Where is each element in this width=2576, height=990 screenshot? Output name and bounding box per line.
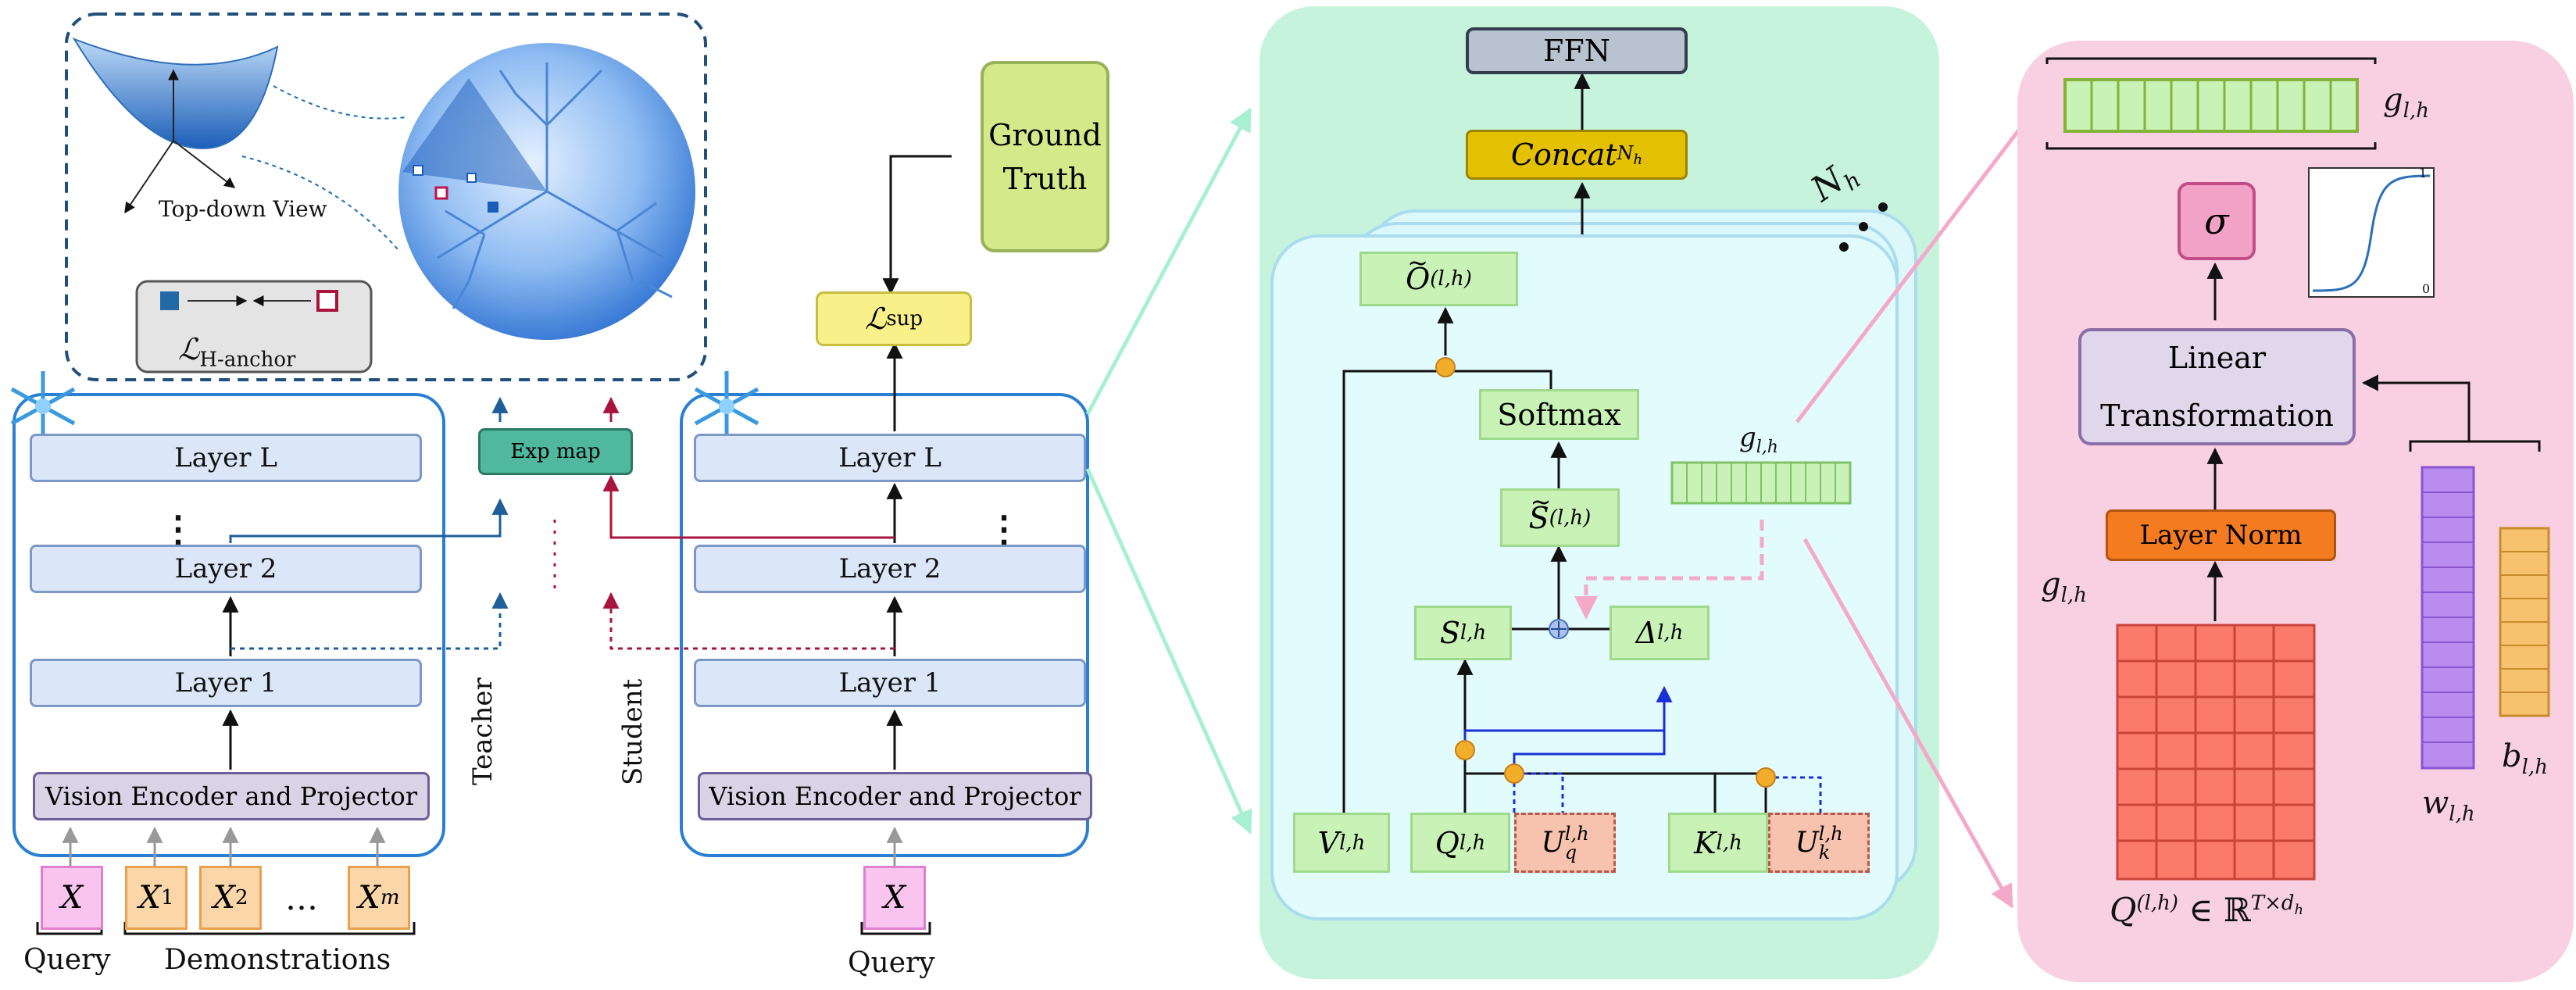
score-tilde-box: ~ S(l,h) xyxy=(1500,487,1620,547)
frozen-snowflake-icon xyxy=(10,371,76,441)
sigmoid-box: σ xyxy=(2178,182,2256,260)
weight-vector-icon xyxy=(2421,466,2475,770)
svg-text:⋮: ⋮ xyxy=(986,508,1022,550)
gate-vector-icon xyxy=(1670,461,1852,505)
query-token: X xyxy=(41,866,103,930)
student-query-token: X xyxy=(863,866,926,930)
query-matrix-icon xyxy=(2116,624,2316,881)
poincare-disk-icon xyxy=(398,43,695,340)
sigmoid-x-tick: 0 xyxy=(2422,281,2431,296)
student-block xyxy=(680,393,1089,857)
svg-text:⋮: ⋮ xyxy=(160,508,196,550)
weight-label: wl,h xyxy=(2422,785,2475,826)
ffn-box: FFN xyxy=(1466,27,1688,74)
gate-left-label: gl,h xyxy=(2041,566,2087,607)
bias-vector-icon xyxy=(2499,527,2550,717)
student-anchor-icon xyxy=(316,290,338,312)
teacher-block xyxy=(13,393,445,857)
multiply-dot xyxy=(1504,763,1524,784)
bias-label: bl,h xyxy=(2502,738,2548,779)
output-tilde-box: ~ O(l,h) xyxy=(1359,248,1518,306)
student-layer-2: Layer 2 xyxy=(694,545,1086,593)
demonstrations-caption: Demonstrations xyxy=(164,944,391,976)
attention-head-card xyxy=(1270,234,1899,920)
teacher-layer-l: Layer L xyxy=(30,434,422,482)
anchor-loss-box xyxy=(135,280,373,373)
multiply-dot xyxy=(1756,767,1776,788)
hyperbolic-surface-icon xyxy=(72,38,279,214)
softmax-box: Softmax xyxy=(1479,389,1639,440)
anchor-loss-label: ℒH-anchor xyxy=(178,332,296,372)
gate-middle-label: gl,h xyxy=(1739,422,1778,457)
sigmoid-curve xyxy=(2312,174,2431,292)
demo-ellipsis: … xyxy=(285,879,318,917)
teacher-anchor-icon xyxy=(160,291,179,310)
query-caption: Query xyxy=(23,944,111,976)
student-label: Student xyxy=(617,678,648,785)
student-layer-1: Layer 1 xyxy=(694,659,1086,707)
exp-map-box: Exp map xyxy=(478,428,633,475)
student-query-caption: Query xyxy=(848,947,935,979)
gate-output-vector-icon xyxy=(2063,78,2359,133)
gate-top-label: gl,h xyxy=(2383,82,2429,123)
multiply-dot xyxy=(1455,740,1475,760)
layer-norm-box: Layer Norm xyxy=(2106,509,2336,561)
teacher-layer-2: Layer 2 xyxy=(30,545,422,593)
teacher-vision-encoder: Vision Encoder and Projector xyxy=(33,772,430,820)
hyperbolic-space-box xyxy=(65,13,707,381)
teacher-layer-1: Layer 1 xyxy=(30,659,422,707)
student-layer-l: Layer L xyxy=(694,434,1086,482)
frozen-snowflake-icon xyxy=(694,371,759,441)
sigmoid-y-tick: 1 xyxy=(2419,166,2428,180)
query-dimension-formula: Q(l,h) ∈ ℝT×dh xyxy=(2110,891,2304,929)
surface-caption: Top-down View xyxy=(159,196,327,222)
heads-ellipsis xyxy=(1839,202,1888,252)
student-vision-encoder: Vision Encoder and Projector xyxy=(698,772,1092,820)
multiply-dot xyxy=(1435,357,1456,377)
teacher-label: Teacher xyxy=(467,677,498,785)
